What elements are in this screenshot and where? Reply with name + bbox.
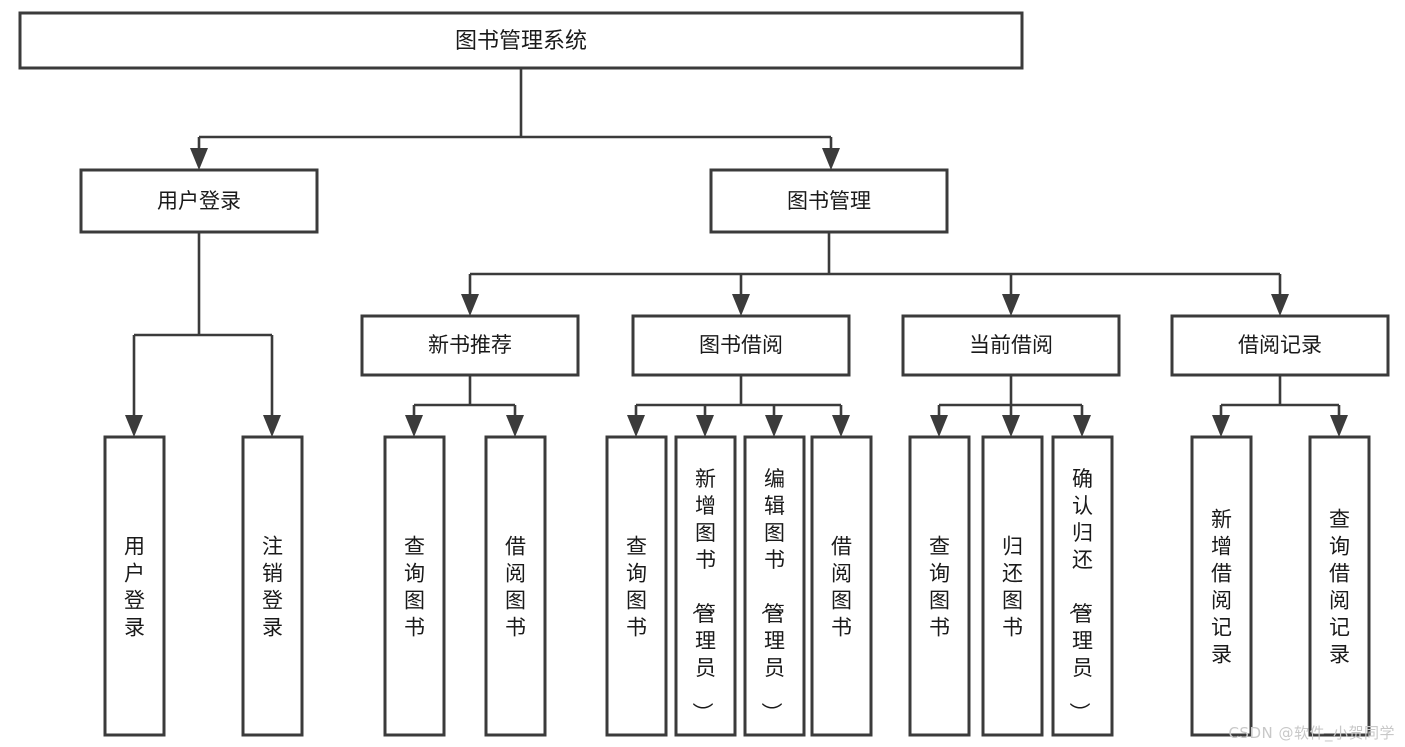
- node-new-book-rec[interactable]: 新书推荐: [360, 314, 580, 377]
- leaf-borrow-book-1-box[interactable]: [484, 435, 547, 737]
- leaf-return-book[interactable]: 归还图书: [981, 435, 1044, 737]
- node-book-borrow-box[interactable]: [631, 314, 851, 377]
- leaf-confirm-return[interactable]: 确认归还（管理员）: [1051, 435, 1114, 737]
- leaf-query-book-1[interactable]: 查询图书: [383, 435, 446, 737]
- arrowhead-new-book-rec: [461, 294, 479, 316]
- leaf-confirm-return-label: 确认归还（管理员）: [1067, 467, 1093, 723]
- node-user-login-box[interactable]: [79, 168, 319, 234]
- leaf-borrow-book-1[interactable]: 借阅图书: [484, 435, 547, 737]
- leaf-add-book-box[interactable]: [674, 435, 737, 737]
- node-book-borrow[interactable]: 图书借阅: [631, 314, 851, 377]
- node-book-manage[interactable]: 图书管理: [709, 168, 949, 234]
- leaf-add-record[interactable]: 新增借阅记录: [1190, 435, 1253, 737]
- arrowhead-leaf-query-book-3: [930, 415, 948, 437]
- arrowhead-leaf-edit-book: [765, 415, 783, 437]
- leaf-user-login-box[interactable]: [103, 435, 166, 737]
- arrowhead-leaf-add-book: [696, 415, 714, 437]
- leaf-add-record-box[interactable]: [1190, 435, 1253, 737]
- arrowhead-leaf-user-login: [125, 415, 143, 437]
- leaf-confirm-return-box[interactable]: [1051, 435, 1114, 737]
- leaf-query-book-1-label: 查询图书: [404, 535, 425, 640]
- leaf-query-book-3-box[interactable]: [908, 435, 971, 737]
- node-book-borrow-label: 图书借阅: [699, 333, 783, 357]
- node-user-login-label: 用户登录: [157, 189, 241, 213]
- node-root-label: 图书管理系统: [455, 29, 587, 54]
- connector-current-borrow-bus: [937, 375, 1084, 424]
- leaf-query-record-box[interactable]: [1308, 435, 1371, 737]
- leaf-add-book[interactable]: 新增图书（管理员）: [674, 435, 737, 737]
- node-current-borrow-label: 当前借阅: [969, 333, 1053, 357]
- leaf-add-record-label: 新增借阅记录: [1211, 508, 1232, 667]
- arrowhead-current-borrow: [1002, 294, 1020, 316]
- leaf-query-book-2-label: 查询图书: [626, 535, 647, 640]
- leaf-query-book-2[interactable]: 查询图书: [605, 435, 668, 737]
- leaf-node-layer: 用户登录 注销登录 查询图书 借阅图书 查询图书 新增图书（管理员） 编辑图书（管理员） 借阅…: [103, 435, 1371, 737]
- arrowhead-leaf-query-book-2: [627, 415, 645, 437]
- node-borrow-record-box[interactable]: [1170, 314, 1390, 377]
- node-new-book-rec-box[interactable]: [360, 314, 580, 377]
- leaf-edit-book-box[interactable]: [743, 435, 806, 737]
- arrowhead-leaf-return-book: [1002, 415, 1020, 437]
- leaf-edit-book-label: 编辑图书（管理员）: [759, 467, 785, 723]
- leaf-return-book-label: 归还图书: [1002, 535, 1023, 640]
- node-root[interactable]: 图书管理系统: [18, 11, 1024, 70]
- connector-book-borrow-bus: [634, 375, 843, 424]
- arrowhead-leaf-query-record: [1330, 415, 1348, 437]
- connector-new-book-rec-bus: [412, 375, 517, 424]
- leaf-borrow-book-2-label: 借阅图书: [831, 535, 852, 640]
- connector-book-manage-bus: [468, 232, 1282, 303]
- arrowhead-leaf-logout: [263, 415, 281, 437]
- node-root-box[interactable]: [18, 11, 1024, 70]
- node-borrow-record-label: 借阅记录: [1238, 333, 1322, 357]
- leaf-borrow-book-2-box[interactable]: [810, 435, 873, 737]
- leaf-query-book-3[interactable]: 查询图书: [908, 435, 971, 737]
- arrowhead-leaf-query-book-1: [405, 415, 423, 437]
- connector-user-login-bus: [132, 232, 274, 424]
- node-borrow-record[interactable]: 借阅记录: [1170, 314, 1390, 377]
- node-book-manage-box[interactable]: [709, 168, 949, 234]
- leaf-user-login-label: 用户登录: [124, 535, 145, 640]
- leaf-query-book-2-box[interactable]: [605, 435, 668, 737]
- connector-layer: [125, 68, 1348, 437]
- node-book-manage-label: 图书管理: [787, 189, 871, 213]
- connector-borrow-record-bus: [1219, 375, 1341, 424]
- leaf-query-book-1-box[interactable]: [383, 435, 446, 737]
- csdn-watermark: CSDN @软件_小贺同学: [1228, 724, 1395, 742]
- leaf-query-record-label: 查询借阅记录: [1329, 508, 1350, 667]
- arrowhead-book-manage: [822, 148, 840, 170]
- leaf-query-record[interactable]: 查询借阅记录: [1308, 435, 1371, 737]
- node-user-login[interactable]: 用户登录: [79, 168, 319, 234]
- arrowhead-borrow-record: [1271, 294, 1289, 316]
- leaf-query-book-3-label: 查询图书: [929, 535, 950, 640]
- leaf-logout-label: 注销登录: [262, 535, 283, 640]
- arrowhead-leaf-borrow-book-1: [506, 415, 524, 437]
- arrowhead-user-login: [190, 148, 208, 170]
- arrowhead-book-borrow: [732, 294, 750, 316]
- node-current-borrow[interactable]: 当前借阅: [901, 314, 1121, 377]
- leaf-return-book-box[interactable]: [981, 435, 1044, 737]
- leaf-borrow-book-2[interactable]: 借阅图书: [810, 435, 873, 737]
- leaf-user-login[interactable]: 用户登录: [103, 435, 166, 737]
- connector-root-bus: [197, 68, 833, 157]
- arrowhead-leaf-borrow-book-2: [832, 415, 850, 437]
- arrowhead-leaf-add-record: [1212, 415, 1230, 437]
- node-new-book-rec-label: 新书推荐: [428, 333, 512, 357]
- leaf-logout-box[interactable]: [241, 435, 304, 737]
- leaf-borrow-book-1-label: 借阅图书: [505, 535, 526, 640]
- leaf-edit-book[interactable]: 编辑图书（管理员）: [743, 435, 806, 737]
- leaf-add-book-label: 新增图书（管理员）: [690, 467, 716, 723]
- arrowhead-leaf-confirm-return: [1073, 415, 1091, 437]
- leaf-logout[interactable]: 注销登录: [241, 435, 304, 737]
- node-current-borrow-box[interactable]: [901, 314, 1121, 377]
